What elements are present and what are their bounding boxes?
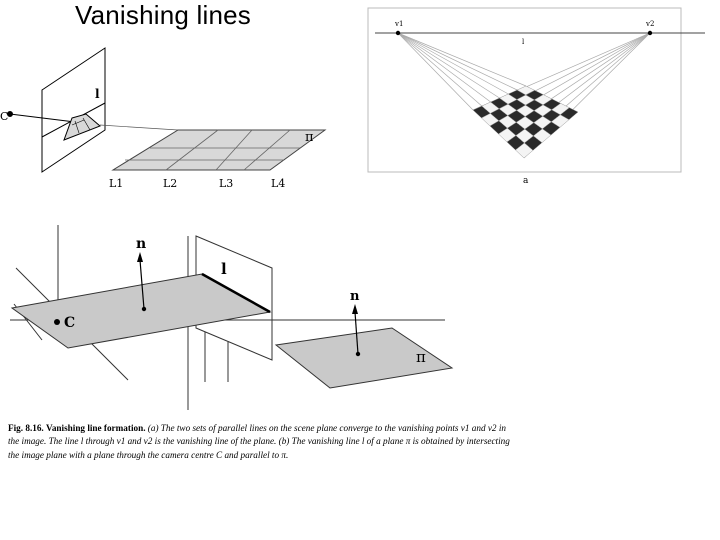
- plane-label-a: π: [305, 130, 314, 145]
- line-label-3: L3: [219, 177, 233, 190]
- line-label-2: L2: [163, 177, 177, 190]
- line-label-1: L1: [109, 177, 123, 190]
- scene-plane-a: [111, 129, 327, 171]
- caption-heading: Vanishing line formation.: [46, 423, 146, 433]
- perspective-ray: [397, 32, 527, 87]
- perspective-ray: [397, 32, 483, 107]
- plane-label-b: π: [416, 348, 426, 366]
- caption-text: (a) The two sets of parallel lines on th…: [8, 423, 510, 460]
- camera-label-a: C: [0, 110, 8, 123]
- normal-label-1: n: [136, 236, 146, 252]
- slide-title: Vanishing lines: [75, 0, 251, 30]
- perspective-ray: [397, 32, 518, 91]
- perspective-ray: [397, 32, 509, 95]
- vanishing-line-b: [201, 272, 271, 314]
- image-line-label-b: l: [221, 260, 227, 278]
- figure-b: [10, 225, 454, 410]
- figure-caption: Fig. 8.16. Vanishing line formation. (a)…: [8, 422, 513, 462]
- perspective-ray: [397, 32, 500, 99]
- normal-label-2: n: [350, 289, 360, 304]
- checkerboard: [472, 85, 579, 159]
- checker-sub-label: a: [523, 176, 529, 186]
- camera-ray-a: [9, 113, 76, 123]
- v2-label: v2: [645, 20, 654, 28]
- vanishing-point-v2: [647, 30, 653, 36]
- vanishing-point-v1: [395, 30, 401, 36]
- checker-square: [559, 107, 579, 120]
- checker-figure: [367, 7, 705, 173]
- perspective-ray: [397, 32, 474, 111]
- caption-fig-no: Fig. 8.16.: [8, 423, 44, 433]
- checker-line-label: l: [522, 38, 525, 46]
- scene-plane-b: [274, 327, 454, 389]
- normal-arrow-2: [354, 311, 359, 355]
- camera-center-b: [54, 319, 60, 325]
- image-line-label-a: l: [95, 87, 100, 101]
- projection-ray-a: [99, 124, 179, 131]
- normal-arrow-1: [139, 259, 145, 310]
- perspective-ray: [397, 32, 491, 103]
- image-plane-a: [41, 47, 106, 173]
- figure-a: [7, 47, 327, 173]
- line-label-4: L4: [271, 177, 285, 190]
- v1-label: v1: [394, 20, 403, 28]
- projected-plane-a: [63, 113, 101, 141]
- camera-label-b: C: [64, 315, 75, 331]
